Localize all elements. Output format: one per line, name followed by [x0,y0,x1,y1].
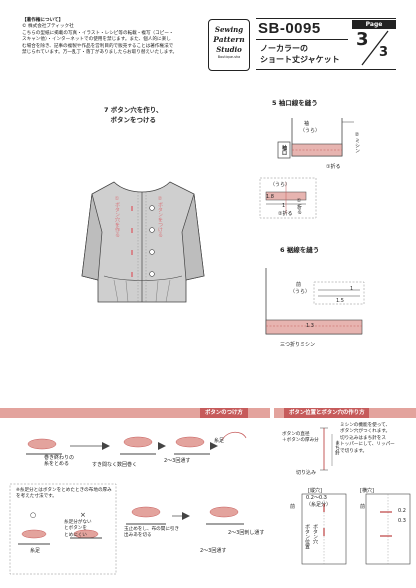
buttonhole-diagram [301,427,411,565]
sleeve-reverse-label: （うら） [300,128,321,134]
hem-margin-2: 1.5 [336,298,344,304]
copyright-line-3: む場合を除き、記事の複製や作品を営利目的で販売することは著作権法で [22,43,174,49]
pattern-title: ノーカラーの ショート丈ジャケット [260,43,340,65]
cuff-fold-1: ①折る [296,198,302,214]
brand-logo: Sewing Pattern Studio Boutique-sha [208,19,250,71]
pattern-title-line-2: ショート丈ジャケット [260,55,340,64]
step7-title-line-2: ボタンをつける [110,116,157,124]
cut-label: 切り込み [296,470,317,476]
pattern-code: SB-0095 [258,20,321,37]
hem-margin-1: 1 [350,286,354,292]
buttonhole-size-line-1: ボタンの直径 [282,432,310,437]
hem-front-label: 前 [296,282,302,288]
copyright-owner: © 株式会社ブティック社 [22,24,74,30]
header-mid-rule [256,39,348,40]
page-slash-icon [361,30,389,66]
copyright-line-2: スキャン他）・インターネットでの使用を禁じます。また、個人的に楽し [22,37,171,43]
thread-foot-label: 糸足 [214,438,225,444]
header-bottom-rule [256,69,396,71]
shank-ng-text: 糸足分がない とボタンを とめにくい [64,520,92,539]
button-position-tag: ボタン位置とボタン穴の作り方 [284,408,370,418]
sleeve-stitch-label: ②ミシン [354,132,360,153]
button-position-label: ボタン位置 [304,524,310,549]
step7-title: 7 ボタン穴を作り、 ボタンをつける [104,104,163,124]
shank-note: ※糸足分とはボタンをとめたときの布地の厚みを考えた寸法です。 [16,488,116,501]
instr-line-2: ボタン穴がつくれます。 [340,429,391,435]
vertical-hole-label: [縦穴] [308,488,322,494]
page-total: 3 [379,45,389,60]
vertical-hole-margin-2: （糸足分） [306,502,332,508]
instr-line-4: トッパーにして、リッパー [340,442,395,448]
knot-cut-label: 玉止めをし、布の間に引き出みあを切る [124,527,180,540]
page-label: Page [352,20,396,29]
logo-line-3: Studio [216,45,242,54]
step6-title: 6 裾線を縫う [280,246,320,254]
header-top-rule [256,18,396,20]
buttonhole-instructions: ミシンの機能を使って、 ボタン穴がつくれます。 切り込みはまち針をス トッパーに… [340,423,395,455]
horizontal-hole-m2: 0.3 [398,518,406,524]
hem-stitch-label: 三つ折りミシン [280,342,316,348]
step7-title-line-1: 7 ボタン穴を作り、 [104,106,163,114]
buttonhole-size-label: ボタンの直径 ＋ボタンの厚み分 [282,432,319,445]
instr-line-5: で切ります。 [340,448,368,454]
page-number: 3 [356,29,369,50]
wrap-tight-label: すき間なく数回巻く [92,462,138,468]
sleeve-cuff-illustration [277,118,354,159]
copyright-line-4: 禁じられています。万一乱丁・落丁がありましたらお取り替えいたします。 [22,50,178,56]
logo-subline: Boutique-sha [217,55,241,59]
under-pass-label: 2～3回通す [200,548,227,554]
jacket-front-illustration [81,181,205,303]
knot-cut-text: 玉止めをし、布の間に引き出みあを切る [124,527,180,539]
copyright-block: 【著作権について】 © 株式会社ブティック社 こちらの型紙に掲載の写真・イラスト… [22,18,218,56]
sleeve-label: 袖 [304,121,310,127]
cuff-fold-2: ②折る [278,211,293,217]
buttonhole-size-line-2: ＋ボタンの厚み分 [282,438,319,444]
button-attach-illustrations [9,431,247,575]
wrap-end-text: 巻き終わりの糸をとめる [44,455,75,467]
horizontal-hole-label: [横穴] [360,488,374,494]
cuff-detail-illustration [259,177,317,219]
shank-ng-text-3: とめにくい [64,532,87,538]
logo-line-2: Pattern [213,35,245,44]
hem-illustration [265,268,365,335]
horizontal-hole-m1: 0.2 [398,508,406,514]
shank-ng-mark: × [80,511,86,519]
header: Sewing Pattern Studio Boutique-sha SB-00… [204,14,400,76]
copyright-title: 【著作権について】 [22,18,64,23]
cuff-label: 袖口 [281,145,287,155]
hem-margin-3: 1.3 [306,323,314,329]
shank-ng-text-1: 糸足分がない [64,520,92,525]
button-attach-label: ②ボタンをつける [157,196,163,237]
hem-front-reverse-label: （うら） [290,289,311,295]
instr-line-3: 切り込みはまち針をス [340,435,386,441]
copyright-line-1: こちらの型紙に掲載の写真・イラスト・レシピ等の転載・複写（コピー・ [22,30,174,36]
cuff-detail-reverse: （うら） [270,182,291,188]
shank-ng-text-2: とボタンを [64,526,87,532]
instr-line-1: ミシンの機能を使って、 [340,423,391,428]
cuff-margin-2: 1 [282,203,286,209]
pass-through-label: 2～3回通す [164,458,191,464]
front-label-right: 前 [360,504,366,510]
shank-note-text: ※糸足分とはボタンをとめたときの布地の厚みを考えた寸法です。 [16,488,112,500]
button-attach-bar [0,408,270,418]
pin-label: まち針 [334,440,340,455]
buttonhole-label: ①ボタン穴を作る [114,196,120,237]
pattern-title-line-1: ノーカラーの [260,44,308,53]
front-label-left: 前 [290,504,296,510]
wrap-end-label: 巻き終わりの糸をとめる [44,455,78,467]
shank-ok-mark: ○ [30,511,37,519]
pass-through-2-label: 2～3回刺し通す [228,530,265,536]
logo-line-1: Sewing [214,25,244,34]
button-attach-tag: ボタンのつけ方 [200,408,248,418]
shank-label: 糸足 [30,548,41,554]
buttonhole-position-label: ボタン穴 [312,524,318,544]
cuff-margin-1: 1.8 [266,194,274,200]
sleeve-fold-label: ①折る [326,164,341,170]
step5-title: 5 袖口線を縫う [272,99,318,107]
page-indicator: Page 3 3 [352,20,396,68]
vertical-hole-margin: 0.2～0.3 [306,495,327,501]
